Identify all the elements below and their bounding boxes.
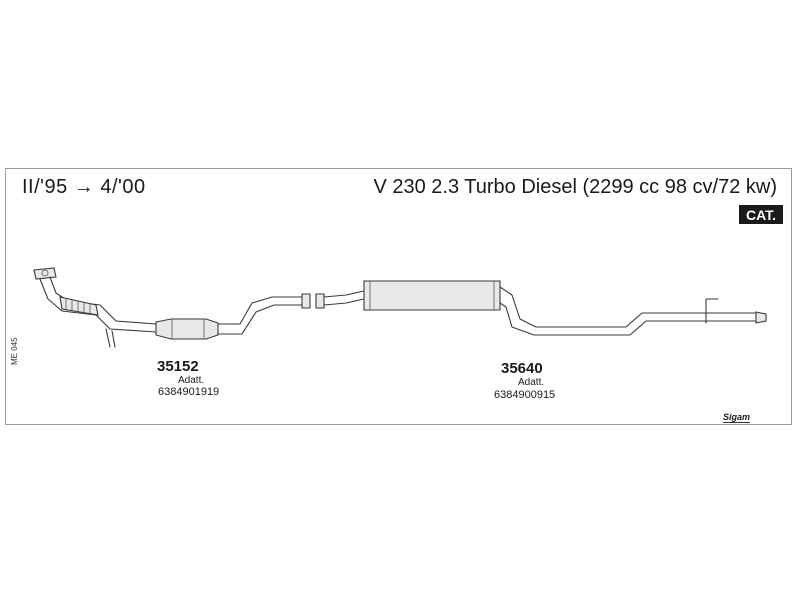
brand-logo: Sigam: [723, 412, 751, 423]
part-number: 35152: [157, 358, 199, 375]
tailpipe: [499, 286, 767, 336]
side-code: ME 045: [10, 337, 19, 365]
front-flange: [33, 267, 57, 280]
part-number: 35640: [501, 360, 543, 377]
exhaust-diagram: [33, 267, 767, 348]
part-label: Adatt.: [518, 377, 545, 388]
date-range: II/'95 → 4/'00: [22, 176, 146, 198]
diagram-panel: II/'95 → 4/'00 V 230 2.3 Turbo Diesel (2…: [5, 168, 792, 425]
cat-badge: CAT.: [739, 205, 783, 224]
part-reference: 6384900915: [494, 389, 556, 401]
part-label: Adatt.: [178, 375, 205, 386]
vehicle-title: V 230 2.3 Turbo Diesel (2299 cc 98 cv/72…: [373, 176, 777, 198]
part-reference: 6384901919: [158, 386, 220, 398]
catalytic-converter: [155, 318, 219, 340]
rear-silencer: [363, 280, 501, 311]
downpipe: [39, 276, 157, 348]
intermediate-pipe: [217, 290, 365, 335]
